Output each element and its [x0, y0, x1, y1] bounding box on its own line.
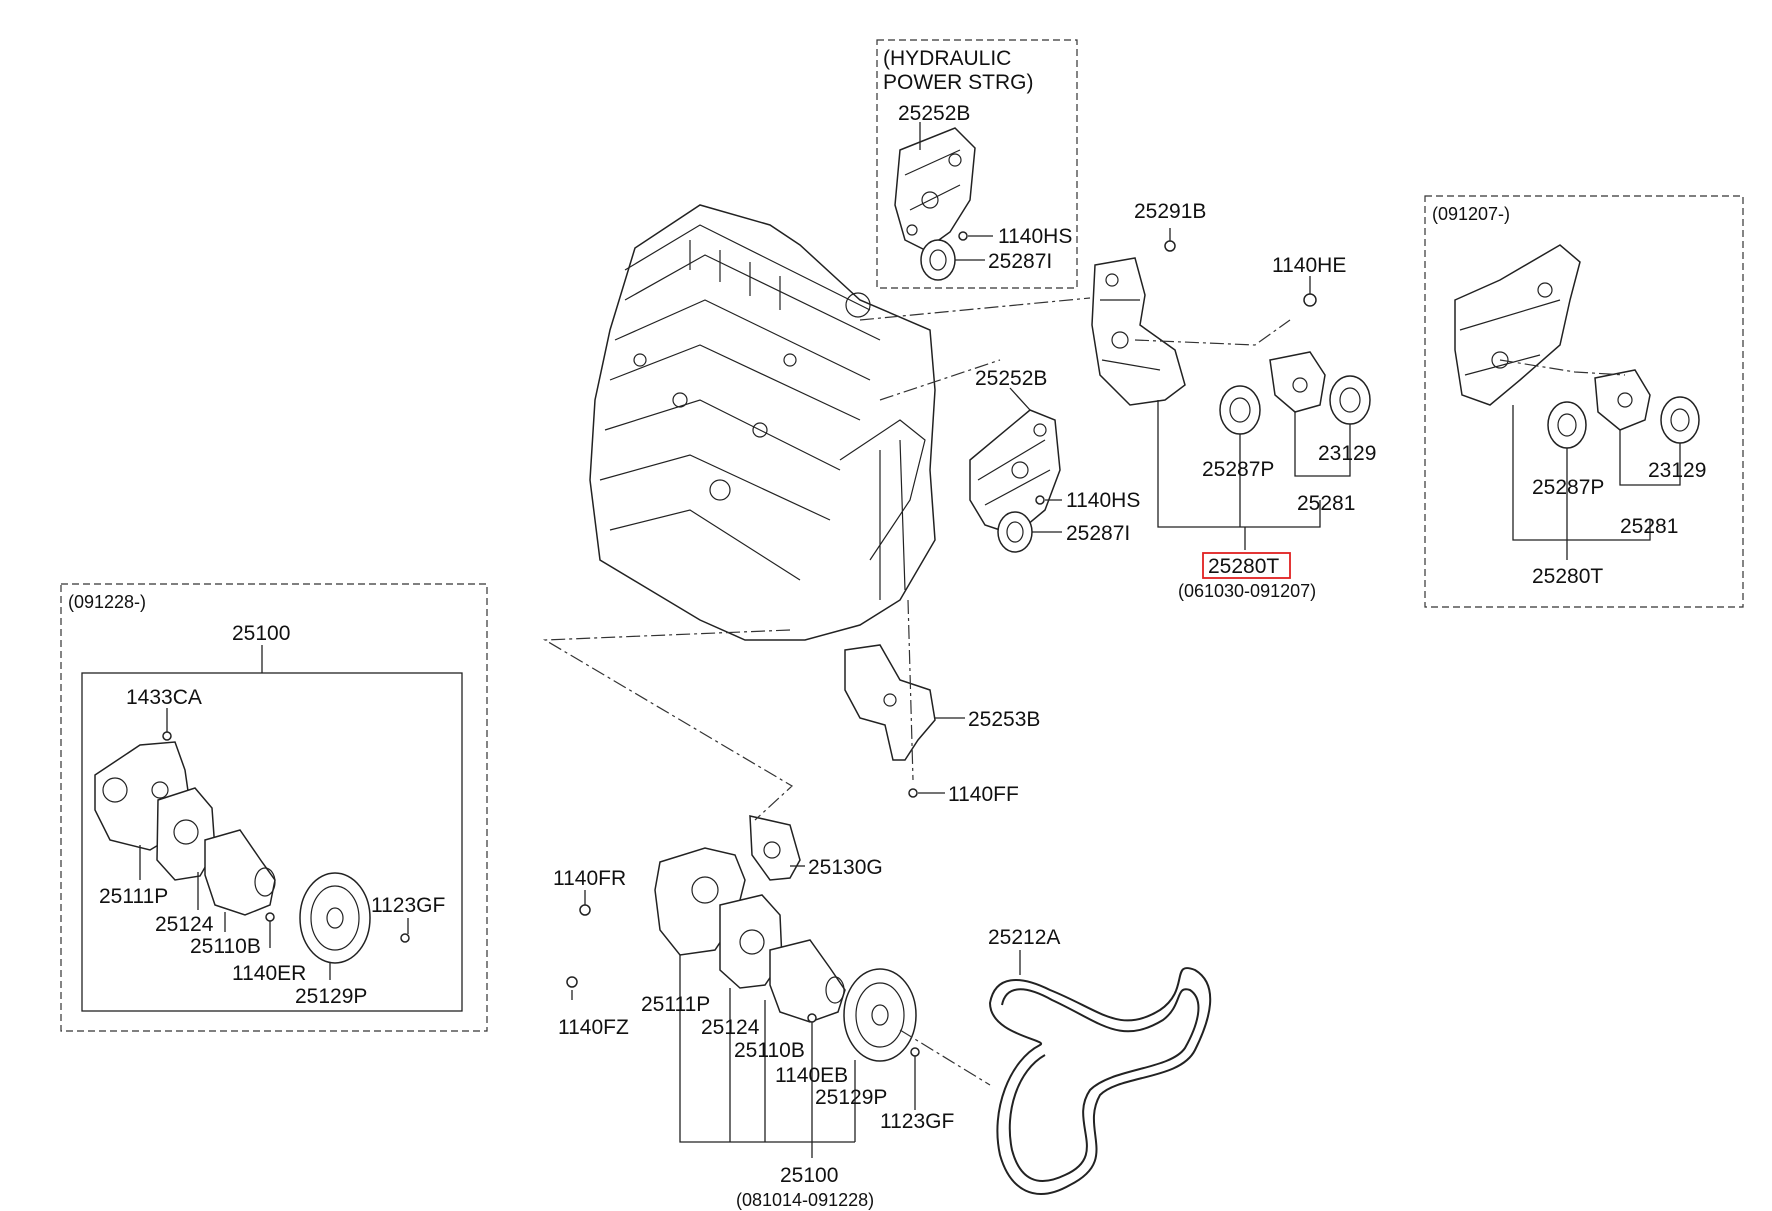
left-group-box: [60, 583, 488, 1032]
label-1140HS-mid: 1140HS: [1066, 489, 1140, 512]
label-25212A: 25212A: [988, 926, 1060, 949]
label-1140FF: 1140FF: [948, 783, 1019, 806]
tensioner-arm-25281: [1269, 351, 1326, 413]
label-box-right-code: (091207-): [1432, 204, 1510, 224]
assembly-line-engine-pump: [542, 629, 794, 821]
mid-idler-pulley: [997, 511, 1033, 553]
label-1140HE: 1140HE: [1272, 254, 1346, 277]
mid-bolt-icon: [1035, 495, 1045, 505]
serpentine-belt-25212A: [988, 967, 1212, 1195]
label-25281-mid: 25281: [1297, 492, 1355, 515]
hydraulic-bracket: [894, 127, 976, 251]
assembly-line-engine-tensioner: [859, 297, 1091, 321]
right-tensioner-arm: [1594, 369, 1651, 431]
tensioner-pulley-23129: [1329, 375, 1371, 425]
label-1433CA: 1433CA: [126, 686, 202, 709]
right-group-box: [1424, 195, 1744, 608]
bottom-bolt-1123GF-icon: [910, 1047, 920, 1057]
label-25252B-top: 25252B: [898, 102, 970, 125]
tensioner-bolt-1140HE-icon: [1303, 293, 1317, 307]
label-25287I-mid: 25287I: [1066, 522, 1130, 545]
label-25280T-mid-range: (061030-091207): [1178, 581, 1316, 601]
assembly-line-engine-bracket: [879, 359, 1001, 401]
label-hydraulic-title-2: POWER STRG): [883, 71, 1034, 94]
label-25129P-bot: 25129P: [815, 1086, 887, 1109]
label-box-left-code: (091228-): [68, 592, 146, 612]
bottom-pump-body: [769, 939, 846, 1023]
label-25111P-bot: 25111P: [641, 993, 710, 1016]
label-1140HS-top: 1140HS: [998, 225, 1072, 248]
label-25110B-left: 25110B: [190, 935, 261, 958]
tensioner-bracket: [1091, 257, 1186, 406]
label-25130G: 25130G: [808, 856, 883, 879]
label-25291B: 25291B: [1134, 200, 1206, 223]
hydraulic-group-box: [876, 39, 1078, 289]
label-25287P-right: 25287P: [1532, 476, 1604, 499]
bottom-bolt-1140EB-icon: [807, 1013, 817, 1023]
label-25280T-mid: 25280T: [1208, 555, 1279, 578]
bottom-pump-pulley: [843, 968, 917, 1062]
bottom-gasket-25130G: [749, 815, 801, 881]
bottom-bolt-1140FR-icon: [579, 904, 591, 916]
right-pulley-23129: [1660, 396, 1700, 444]
label-25281-right: 25281: [1620, 515, 1678, 538]
label-hydraulic-title: (HYDRAULIC: [883, 47, 1011, 70]
assembly-line-engine-25253B: [907, 599, 914, 781]
label-23129-right: 23129: [1648, 459, 1706, 482]
hydraulic-idler-pulley: [920, 239, 956, 281]
label-23129-mid: 23129: [1318, 442, 1376, 465]
assembly-line-tensioner: [1134, 319, 1291, 346]
left-bolt-1140ER-icon: [265, 912, 275, 922]
label-25252B-mid: 25252B: [975, 367, 1047, 390]
right-pulley-25287P: [1547, 401, 1587, 449]
label-25124-bot: 25124: [701, 1016, 760, 1039]
left-water-pump-box: [81, 672, 463, 1012]
bottom-bolt-1140FZ-icon: [566, 976, 578, 988]
left-pump-pulley: [299, 872, 371, 964]
label-1123GF-bot: 1123GF: [880, 1110, 954, 1133]
bolt-1140FF-icon: [908, 788, 918, 798]
label-25100-bot-range: (081014-091228): [736, 1190, 874, 1210]
label-25124-left: 25124: [155, 913, 214, 936]
label-25287P-mid: 25287P: [1202, 458, 1274, 481]
right-tensioner-bracket: [1454, 244, 1581, 406]
tree-25100-bot: [679, 955, 856, 1158]
assembly-line-pump-belt: [899, 1029, 991, 1086]
hydraulic-bolt-icon: [958, 231, 968, 241]
label-25100-bot: 25100: [780, 1164, 838, 1187]
label-25111P-left: 25111P: [99, 885, 168, 908]
label-25280T-right: 25280T: [1532, 565, 1603, 588]
label-25100-left: 25100: [232, 622, 290, 645]
tensioner-bolt-25291B-icon: [1164, 240, 1176, 252]
left-pump-body: [204, 829, 276, 916]
left-bolt-1433CA-icon: [162, 731, 172, 741]
label-25287I-top: 25287I: [988, 250, 1052, 273]
label-25253B: 25253B: [968, 708, 1040, 731]
label-1140ER: 1140ER: [232, 962, 306, 985]
assembly-line-right: [1499, 359, 1626, 376]
tree-25280T-mid: [1157, 400, 1351, 550]
tree-25280T-right: [1512, 405, 1681, 560]
label-25129P-left: 25129P: [295, 985, 367, 1008]
label-1140FR: 1140FR: [553, 867, 626, 890]
leader-25252B-mid: [1009, 387, 1031, 411]
label-1140FZ: 1140FZ: [558, 1016, 629, 1039]
highlight-25280T: [1202, 552, 1291, 579]
engine-block: [589, 204, 936, 641]
bracket-25253B: [844, 644, 936, 761]
label-1123GF-left: 1123GF: [371, 894, 445, 917]
label-25110B-bot: 25110B: [734, 1039, 805, 1062]
left-bolt-1123GF-icon: [400, 933, 410, 943]
label-1140EB: 1140EB: [775, 1064, 848, 1087]
tensioner-pulley-25287P: [1219, 385, 1261, 435]
